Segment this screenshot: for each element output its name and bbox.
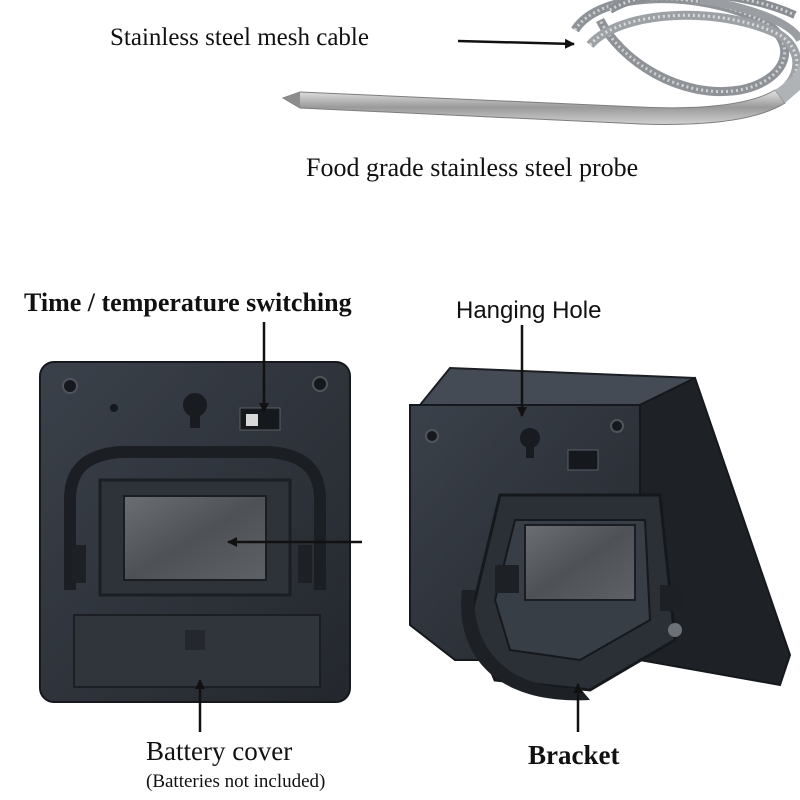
battery-cover-label: Battery cover (146, 736, 293, 766)
thermometer-back-view (39, 361, 351, 703)
mesh-cable-image (571, 0, 800, 110)
mesh-cable-arrow (457, 38, 575, 49)
mesh-cable-label: Stainless steel mesh cable (110, 24, 369, 51)
probe-image (281, 60, 800, 125)
battery-note-label: (Batteries not included) (146, 771, 326, 792)
switching-label: Time / temperature switching (24, 288, 352, 317)
probe-label: Food grade stainless steel probe (306, 153, 639, 182)
hanging-hole-label: Hanging Hole (456, 297, 602, 324)
bracket-label: Bracket (528, 740, 620, 770)
thermometer-angled-view (409, 366, 792, 701)
